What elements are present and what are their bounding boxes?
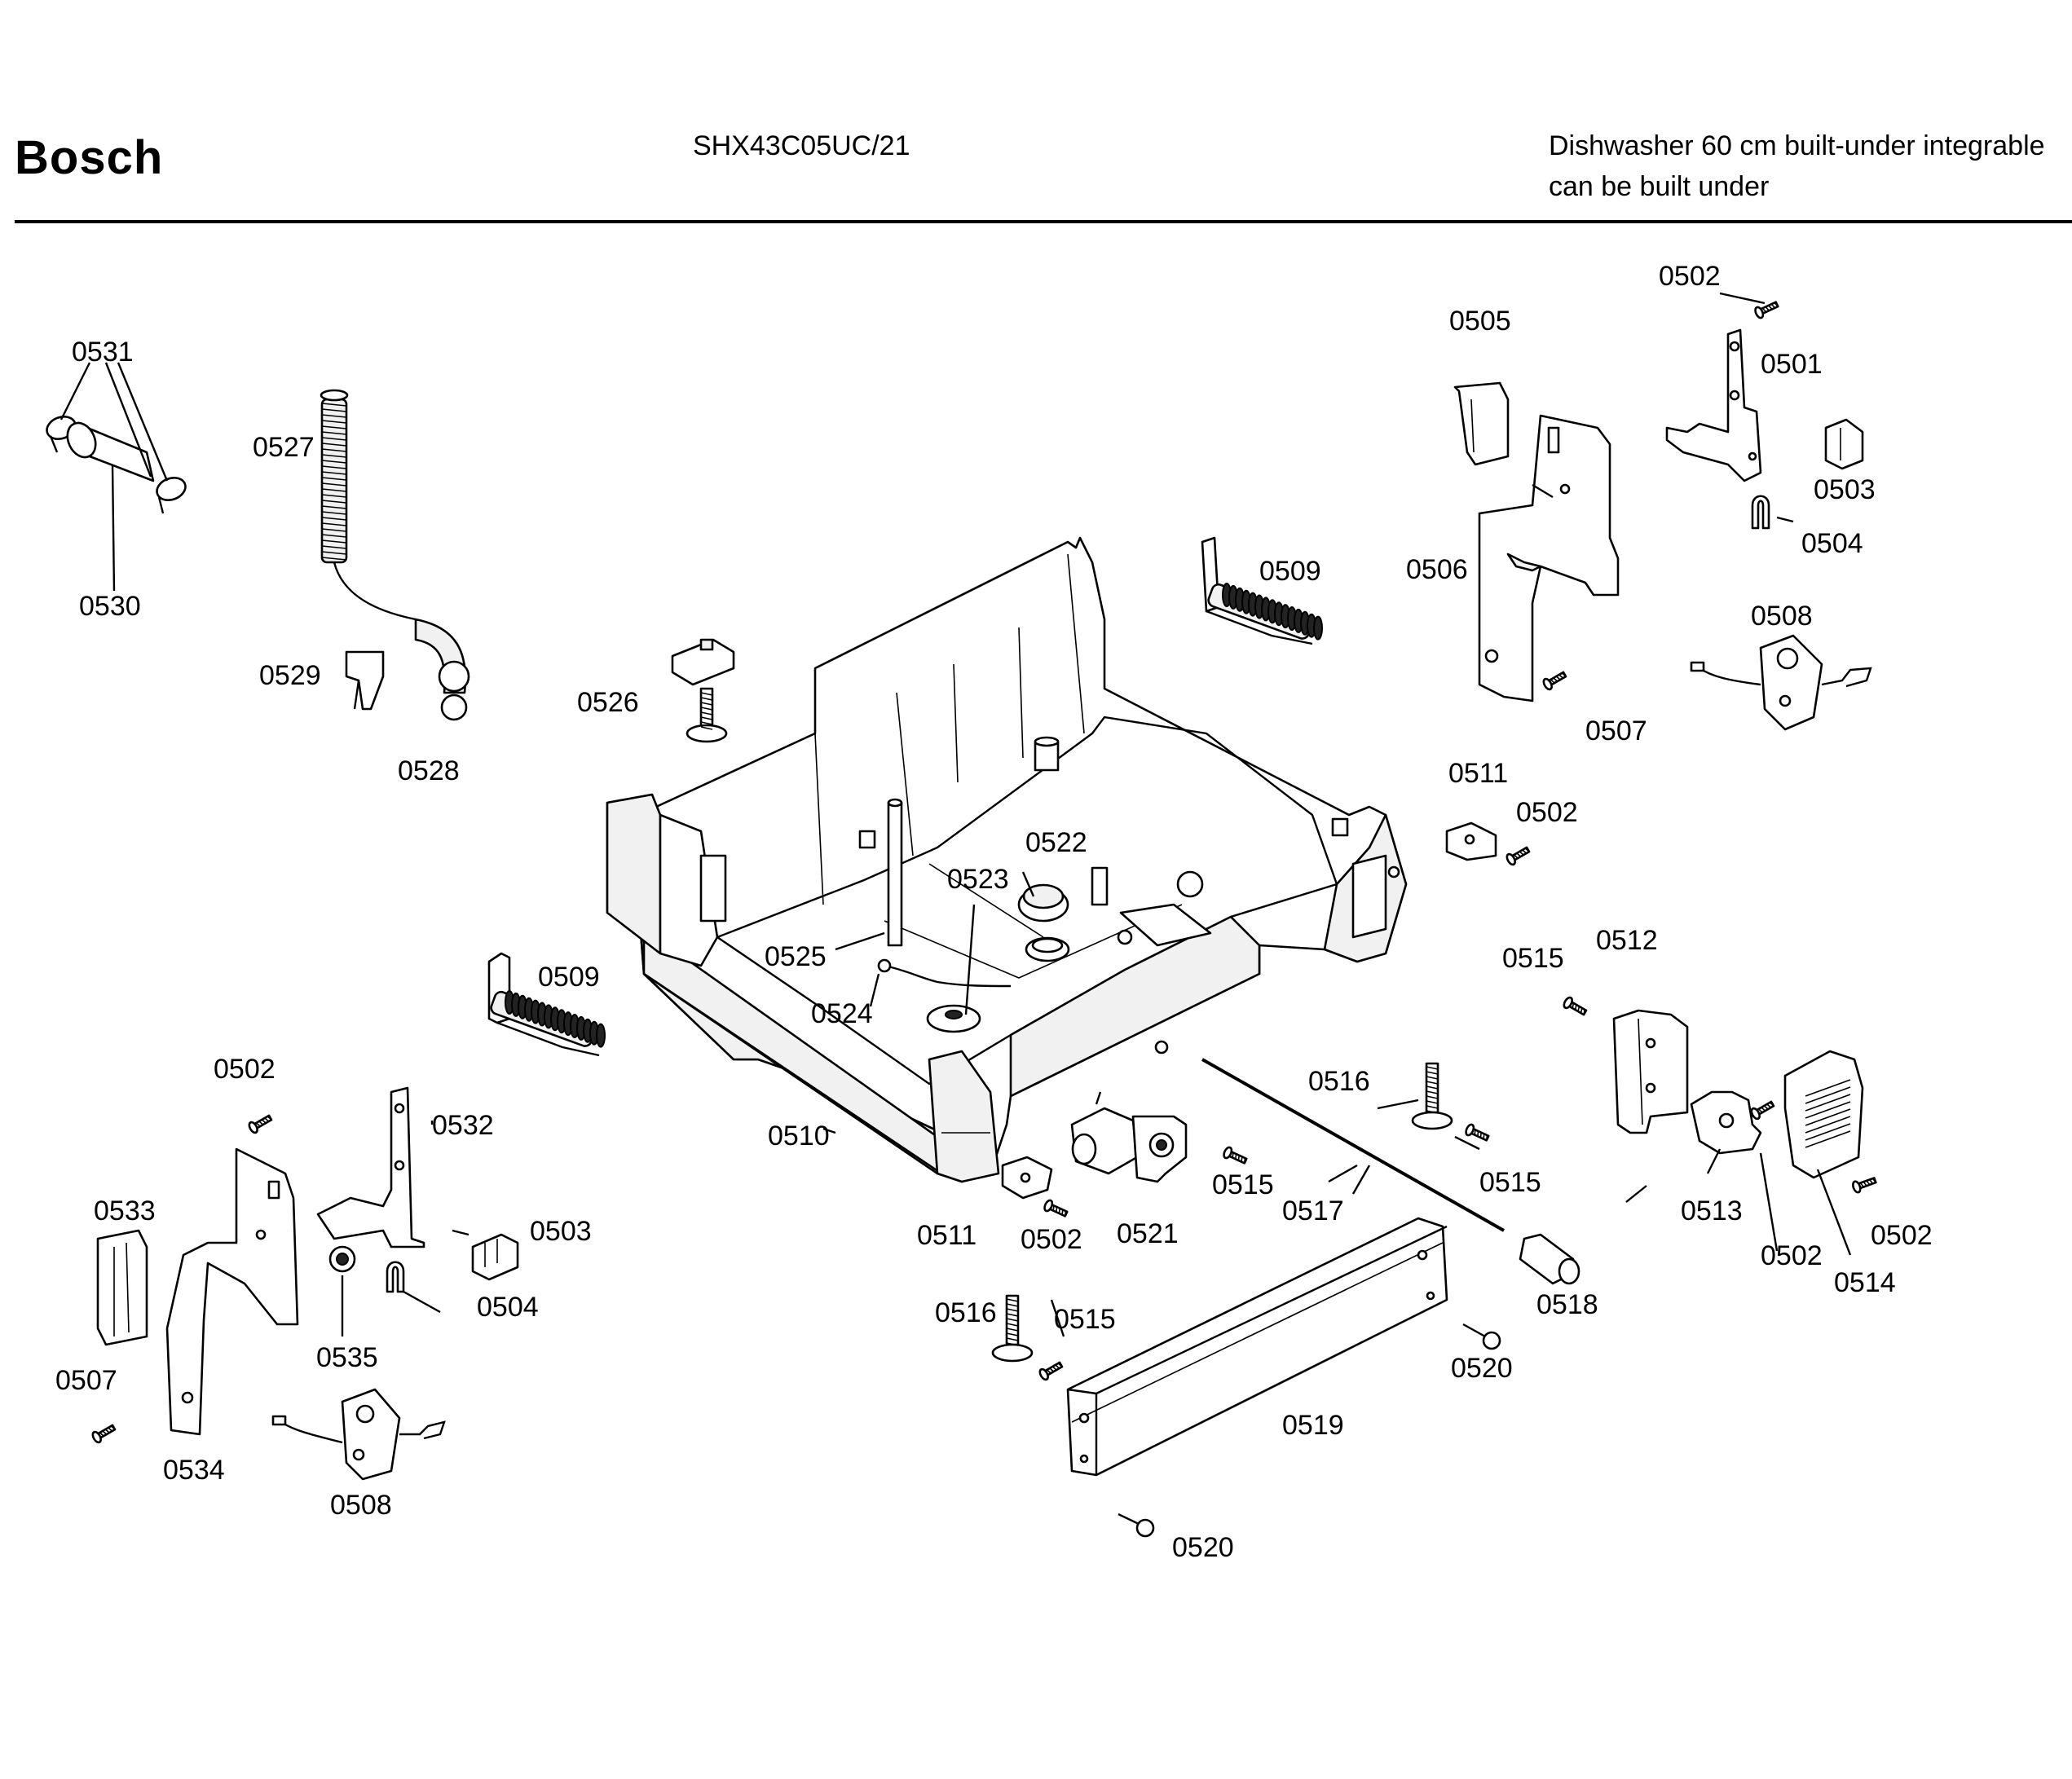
hinge-bracket-right-part: [1665, 328, 1762, 482]
drain-hose-part: [320, 389, 470, 721]
callout-0503: 0503: [1814, 474, 1876, 505]
callout-0514: 0514: [1834, 1267, 1896, 1298]
mount-bracket-bottom-part: [1001, 1156, 1053, 1200]
callout-0511: 0511: [917, 1220, 976, 1251]
screws-bottom-part: [1038, 1123, 1490, 1381]
callout-0506: 0506: [1406, 554, 1468, 585]
hinge-plate-left-part: [165, 1147, 299, 1436]
callout-0502: 0502: [1871, 1220, 1933, 1251]
hose-clip-part: [345, 650, 385, 711]
latch-left-part: [271, 1388, 446, 1481]
model-number: SHX43C05UC/21: [693, 130, 910, 161]
callout-0520: 0520: [1172, 1532, 1234, 1563]
callout-labels: 0502 0505 0501 0503 0504 0506 0508 0507 …: [55, 261, 1933, 1563]
callout-0532: 0532: [432, 1110, 494, 1141]
leader-lines: [60, 292, 1852, 1337]
mount-bracket-right-part: [1445, 821, 1497, 861]
screws-left-part: [91, 1114, 273, 1444]
hinge-cover-right-part: [1453, 381, 1510, 466]
panel-screws-part: [1118, 1323, 1501, 1538]
callout-0502: 0502: [214, 1054, 276, 1085]
callout-0526: 0526: [577, 687, 639, 718]
hinge-cover-left-part: [96, 1229, 148, 1346]
callout-0529: 0529: [259, 660, 321, 691]
inlet-valve-part: [1070, 1091, 1188, 1183]
callout-0516: 0516: [1308, 1066, 1370, 1097]
callout-0501: 0501: [1761, 349, 1823, 380]
control-box-part: [1783, 1050, 1864, 1179]
callout-0510: 0510: [768, 1121, 830, 1152]
callout-0515: 0515: [1479, 1167, 1541, 1198]
callout-0508: 0508: [330, 1490, 392, 1521]
brand-name: Bosch: [15, 131, 164, 184]
callout-0531: 0531: [72, 337, 134, 368]
hinge-bracket-left-part: [316, 1086, 425, 1248]
callout-0535: 0535: [316, 1342, 378, 1373]
sensor-bracket-part: [1690, 1090, 1762, 1155]
callout-0523: 0523: [947, 864, 1009, 895]
callout-0503: 0503: [530, 1216, 592, 1247]
hinge-plate-right-part: [1478, 414, 1620, 702]
u-clip-left-part: [386, 1261, 405, 1293]
cover-bracket-part: [1612, 1009, 1689, 1134]
header-divider: [15, 220, 2072, 223]
callout-0505: 0505: [1449, 306, 1511, 337]
callout-0520: 0520: [1451, 1353, 1513, 1384]
product-description-line1: Dishwasher 60 cm built-under integrable: [1549, 130, 2045, 161]
hinge-clip-right-part: [1824, 418, 1864, 470]
u-clip-right-part: [1751, 495, 1770, 530]
end-cap-part: [1519, 1233, 1580, 1285]
adjustable-foot-part: [991, 1062, 1453, 1363]
callout-0527: 0527: [253, 432, 315, 463]
screws-right-part: [1506, 301, 1877, 1194]
callout-0515: 0515: [1502, 943, 1564, 974]
knob-part: [328, 1245, 356, 1273]
callout-0533: 0533: [94, 1196, 156, 1226]
callout-0519: 0519: [1282, 1410, 1344, 1441]
callout-0528: 0528: [398, 755, 460, 786]
callout-0502: 0502: [1761, 1240, 1823, 1271]
callout-0521: 0521: [1117, 1218, 1179, 1249]
door-spring-right-part: [1201, 536, 1323, 645]
callout-0525: 0525: [765, 941, 827, 972]
product-description-line2: can be built under: [1549, 171, 1770, 202]
callout-0502: 0502: [1021, 1224, 1082, 1255]
callout-0507: 0507: [1585, 716, 1647, 746]
callout-0517: 0517: [1282, 1196, 1344, 1226]
callout-0502: 0502: [1516, 797, 1578, 828]
callout-0534: 0534: [163, 1455, 225, 1486]
callout-0511: 0511: [1448, 758, 1508, 789]
hinge-clip-left-part: [471, 1233, 519, 1281]
callout-0502: 0502: [1659, 261, 1721, 292]
callout-0516: 0516: [935, 1297, 997, 1328]
callout-0530: 0530: [79, 591, 141, 622]
callout-0524: 0524: [811, 998, 873, 1029]
hose-connector-part: [46, 416, 187, 514]
kick-panel-part: [1066, 1217, 1448, 1477]
door-spring-left-part: [487, 952, 606, 1057]
callout-0513: 0513: [1681, 1196, 1743, 1226]
callout-0515: 0515: [1054, 1304, 1116, 1335]
callout-0504: 0504: [1801, 528, 1863, 559]
latch-right-part: [1690, 634, 1872, 731]
callout-0518: 0518: [1536, 1289, 1598, 1320]
callout-0515: 0515: [1212, 1169, 1274, 1200]
callout-0508: 0508: [1751, 601, 1813, 632]
base-tub-part: [606, 536, 1408, 1183]
foot-screw-part: [671, 638, 735, 743]
callout-0512: 0512: [1596, 925, 1658, 956]
callout-0509: 0509: [538, 962, 600, 993]
callout-0507: 0507: [55, 1365, 117, 1396]
callout-0504: 0504: [477, 1292, 539, 1323]
callout-0522: 0522: [1025, 827, 1087, 858]
callout-0509: 0509: [1259, 556, 1321, 587]
rod-part: [1201, 1058, 1505, 1232]
